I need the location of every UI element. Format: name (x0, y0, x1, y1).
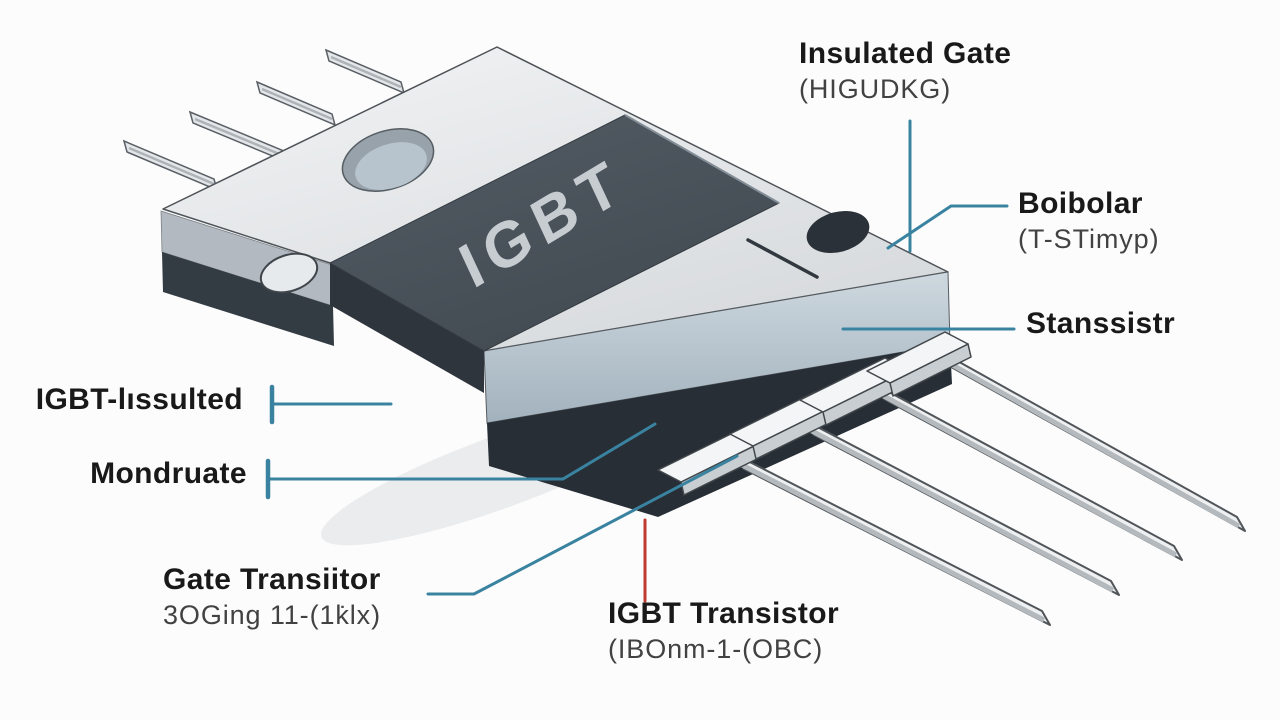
band-slot (746, 238, 819, 279)
molded-body: IGBT (329, 114, 780, 393)
pin-pad (866, 331, 972, 397)
pin-lead (805, 420, 1120, 596)
label-stanssistr: Stanssistr (1026, 308, 1175, 340)
label-gate-transiitor: Gate Transiitor 3OGing 11-(1k̇lx) (163, 564, 381, 629)
label-title: Stanssistr (1026, 307, 1176, 340)
pin-leads (735, 348, 1246, 626)
label-subtitle: (T-STimyp) (1018, 223, 1160, 254)
pin-pads (657, 331, 972, 496)
label-subtitle: (HIGUDKG) (799, 73, 952, 104)
label-boibolar: Boibolar (T-STimyp) (1018, 188, 1159, 253)
molded-body-side (330, 263, 484, 393)
label-title: Insulated Gate (799, 37, 1012, 70)
label-title: IGBT Transistor (608, 597, 840, 630)
leader-boibolar (886, 204, 1009, 250)
label-title: Gate Transiitor (163, 563, 381, 596)
label-igbt-lissulted: IGBT-lıssulted (36, 384, 243, 416)
leader-lines (265, 119, 1016, 603)
tab-pins (122, 48, 406, 192)
tab-notch (259, 252, 319, 294)
leader-gate-transiitor (426, 454, 739, 596)
screw-hole (806, 210, 870, 254)
label-title: IGBT-lıssulted (35, 383, 243, 416)
label-title: Boibolar (1018, 187, 1143, 220)
label-subtitle: 3OGing 11-(1k̇lx) (163, 599, 381, 630)
mounting-hole (341, 128, 435, 192)
leader-mondruate (266, 422, 657, 481)
label-title: Mondruate (90, 457, 247, 490)
label-subtitle: (IBOnm-1-(OBC) (608, 633, 824, 664)
label-insulated-gate: Insulated Gate (HIGUDKG) (799, 38, 1011, 103)
label-mondruate: Mondruate (90, 458, 247, 490)
label-igbt-transistor: IGBT Transistor (IBOnm-1-(OBC) (608, 598, 839, 663)
